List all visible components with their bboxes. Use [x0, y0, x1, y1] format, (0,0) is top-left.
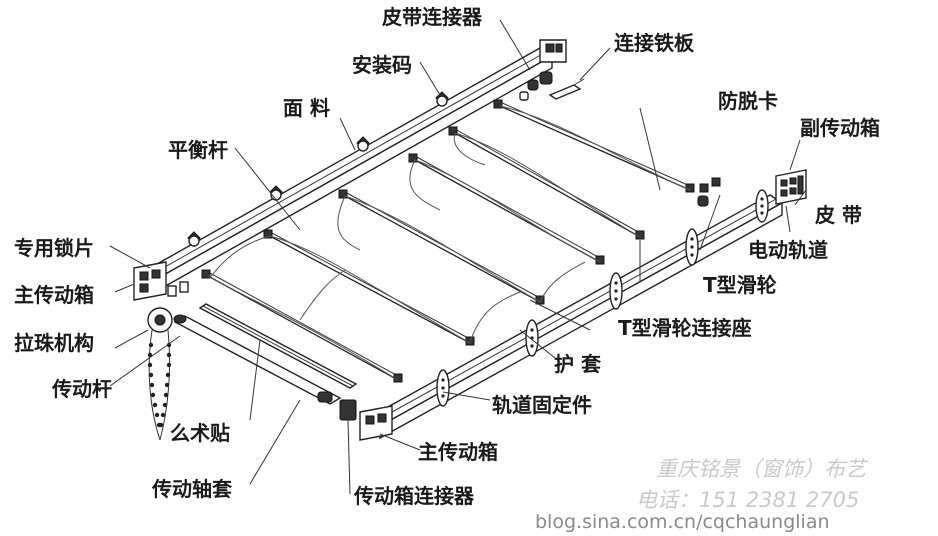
gearbox-connector	[339, 399, 357, 421]
track-fixer	[755, 189, 769, 223]
label-balance-bar: 平衡杆	[168, 138, 228, 162]
belt-connector-parts	[519, 71, 553, 101]
track-fixer	[436, 369, 450, 407]
label-drive-rod: 传动杆	[51, 377, 112, 401]
label-lock-plate: 专用锁片	[14, 236, 94, 260]
bead-mechanism	[147, 307, 173, 441]
label-electric-track: 电动轨道	[748, 238, 828, 262]
watermark: 重庆铭景（窗饰）布艺 电话：151 2381 2705 blog.sina.co…	[535, 457, 869, 533]
watermark-url: blog.sina.com.cn/cqchaunglian	[535, 511, 830, 533]
label-gearbox-connector: 传动箱连接器	[353, 484, 475, 508]
labels: 皮带连接器 安装码 面 料 平衡杆 专用锁片 主传动箱 拉珠机构 传动杆 么术贴…	[14, 5, 880, 508]
velcro-strip	[198, 303, 358, 389]
fabric	[207, 105, 691, 381]
label-fabric: 面 料	[283, 96, 330, 120]
label-mount-code: 安装码	[352, 53, 412, 77]
label-connect-iron-plate: 连接铁板	[614, 31, 695, 55]
label-secondary-gearbox: 副传动箱	[800, 116, 880, 140]
label-main-gearbox-right: 主传动箱	[418, 440, 498, 464]
label-belt-connector: 皮带连接器	[382, 5, 483, 29]
watermark-phone: 电话：151 2381 2705	[636, 488, 859, 512]
lock-plate	[167, 281, 189, 297]
watermark-company: 重庆铭景（窗饰）布艺	[656, 457, 869, 481]
label-guard-sleeve: 护 套	[554, 352, 601, 376]
leader-lines	[109, 19, 807, 495]
drive-rod	[173, 314, 342, 405]
track-fixer	[525, 319, 539, 357]
label-t-pulley: T型滑轮	[703, 273, 777, 297]
main-gearbox-right	[359, 405, 393, 441]
label-bead-mechanism: 拉珠机构	[14, 331, 94, 355]
drive-shaft-sleeve	[317, 391, 333, 403]
upper-secondary-gearbox	[539, 39, 567, 63]
t-pulleys	[201, 99, 721, 383]
electric-track	[366, 189, 784, 440]
main-gearbox-left	[133, 261, 167, 301]
secondary-gearbox	[775, 169, 807, 205]
bead-chain	[147, 342, 172, 428]
label-belt: 皮 带	[815, 203, 862, 227]
label-drive-shaft-sleeve: 传动轴套	[151, 477, 232, 501]
label-velcro: 么术贴	[170, 421, 230, 445]
connect-iron-plate	[548, 78, 585, 100]
track-fixer	[609, 272, 623, 310]
label-anti-drop-clip: 防脱卡	[718, 89, 778, 113]
label-track-fixer: 轨道固定件	[492, 393, 592, 417]
label-main-gearbox-left: 主传动箱	[14, 283, 94, 307]
upper-track	[148, 47, 554, 290]
track-fixer	[685, 228, 699, 266]
label-t-pulley-seat: T型滑轮连接座	[618, 316, 752, 340]
